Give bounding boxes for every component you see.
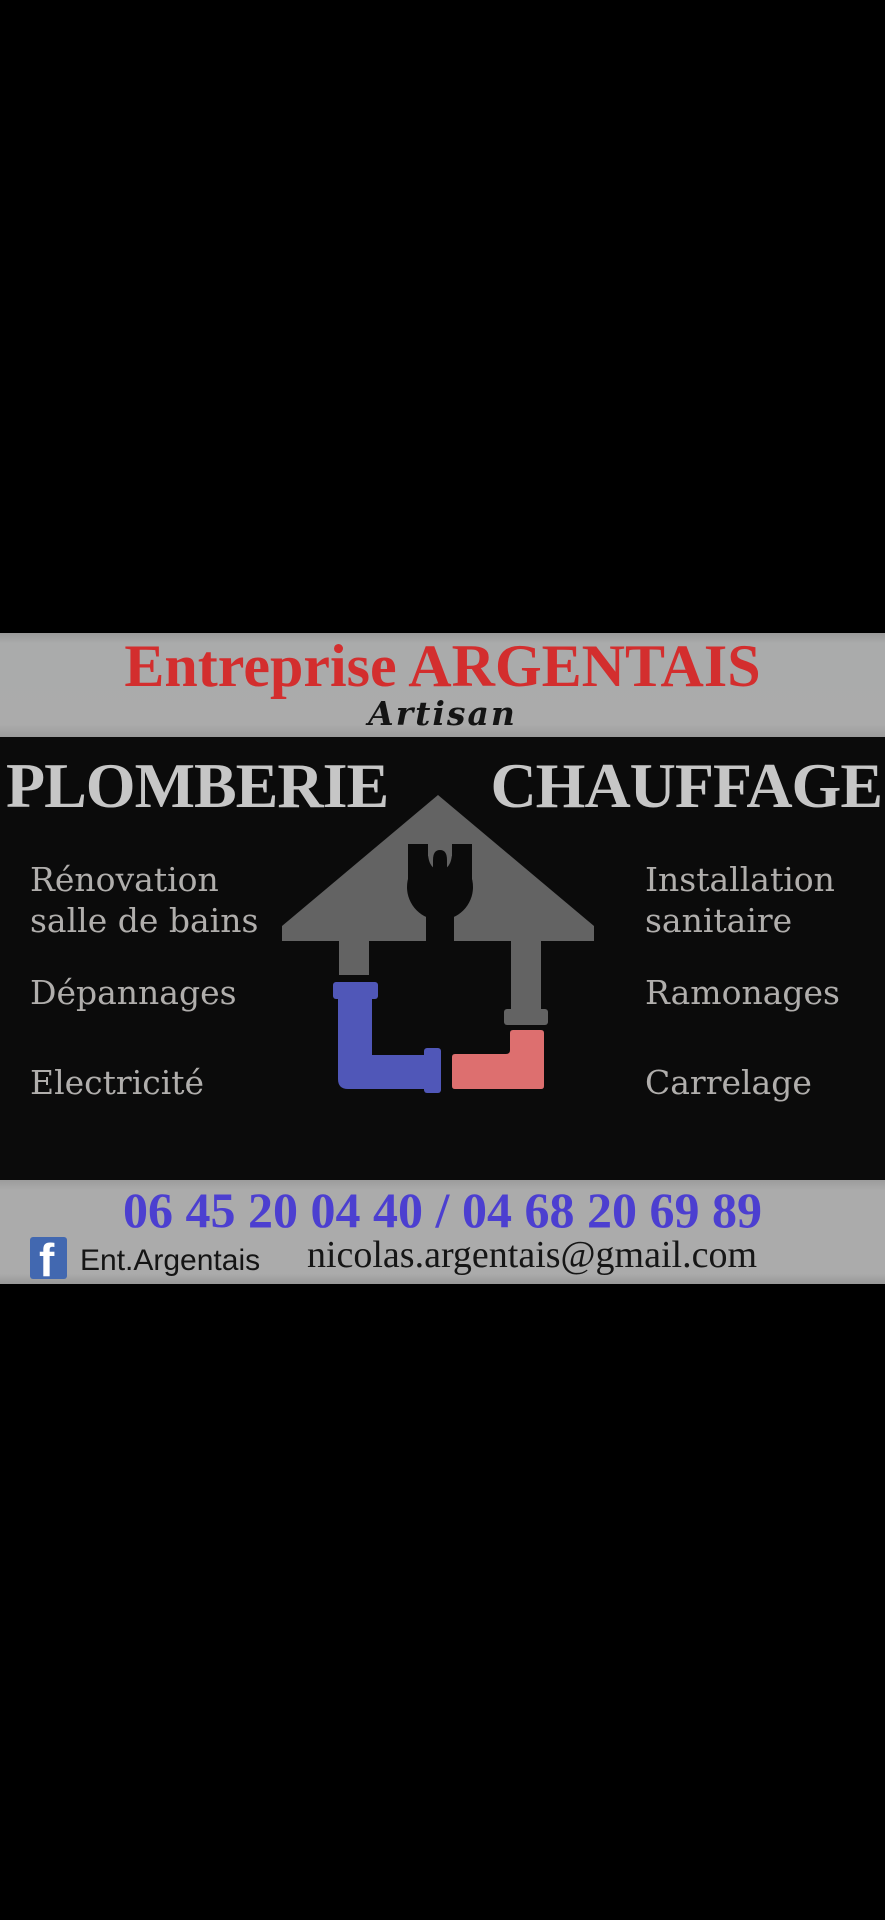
email-address: nicolas.argentais@gmail.com bbox=[306, 1234, 757, 1276]
top-banner: Entreprise ARGENTAIS Artisan bbox=[0, 633, 885, 737]
service-line: Rénovation bbox=[30, 860, 219, 899]
company-subtitle: Artisan bbox=[368, 694, 517, 733]
service-renovation: Rénovation salle de bains bbox=[30, 859, 258, 941]
card-body: PLOMBERIE CHAUFFAGE bbox=[0, 737, 885, 1180]
facebook-icon: f bbox=[30, 1237, 67, 1279]
blue-pipe-icon bbox=[333, 982, 441, 1093]
section-headers: PLOMBERIE CHAUFFAGE bbox=[0, 753, 885, 819]
section-title-plomberie: PLOMBERIE bbox=[6, 750, 389, 821]
service-line: Ramonages bbox=[645, 973, 840, 1012]
wrench-icon bbox=[407, 842, 473, 946]
bottom-banner: 06 45 20 04 40 / 04 68 20 69 89 f Ent.Ar… bbox=[0, 1180, 885, 1284]
company-logo bbox=[282, 795, 594, 1093]
phone-number: 06 45 20 04 40 / 04 68 20 69 89 bbox=[123, 1182, 762, 1238]
facebook-f-glyph: f bbox=[39, 1237, 55, 1279]
facebook-handle: Ent.Argentais bbox=[80, 1244, 261, 1277]
service-carrelage: Carrelage bbox=[645, 1062, 812, 1103]
service-line: Dépannages bbox=[30, 973, 237, 1012]
service-ramonages: Ramonages bbox=[645, 972, 840, 1013]
service-electricite: Electricité bbox=[30, 1062, 204, 1103]
service-depannages: Dépannages bbox=[30, 972, 237, 1013]
company-title: Entreprise ARGENTAIS bbox=[124, 633, 761, 699]
section-title-chauffage: CHAUFFAGE bbox=[490, 750, 883, 821]
service-line: Carrelage bbox=[645, 1063, 812, 1102]
service-installation: Installation sanitaire bbox=[645, 859, 835, 941]
service-line: Installation bbox=[645, 860, 835, 899]
red-pipe-icon bbox=[452, 1030, 544, 1089]
service-line: Electricité bbox=[30, 1063, 205, 1102]
service-line: salle de bains bbox=[30, 901, 259, 940]
service-line: sanitaire bbox=[645, 901, 793, 940]
